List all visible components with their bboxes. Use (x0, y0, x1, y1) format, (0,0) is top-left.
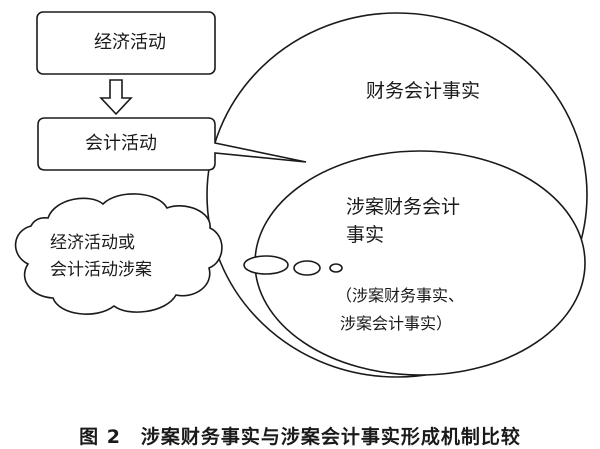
diagram-graphic (14, 11, 588, 378)
down-arrow-icon (99, 79, 133, 116)
bubble-small (329, 263, 343, 273)
accounting-activity-label: 会计活动 (85, 133, 157, 154)
note-label-line2: 涉案会计事实） (340, 314, 453, 333)
figure-caption: 图 2 涉案财务事实与涉案会计事实形成机制比较 (79, 426, 521, 448)
case-related-facts-label-line1: 涉案财务会计 (346, 196, 461, 218)
note-label-line1: （涉案财务事实、 (336, 286, 465, 305)
case-related-facts-label-line2: 事实 (346, 224, 385, 246)
bubble-medium (293, 260, 321, 276)
figure: 经济活动 会计活动 财务会计事实 涉案财务会计 事实 经济活动或 会计活动涉案 … (14, 11, 588, 448)
financial-facts-circle (206, 12, 588, 378)
cloud-shape (14, 193, 223, 315)
economic-activity-box (36, 11, 216, 75)
bubble-large (243, 255, 289, 275)
financial-facts-label: 财务会计事实 (366, 80, 481, 102)
accounting-activity-box (37, 117, 307, 171)
economic-activity-label: 经济活动 (94, 32, 166, 53)
cloud-label-line1: 经济活动或 (50, 233, 135, 253)
cloud-label-line2: 会计活动涉案 (50, 260, 152, 280)
